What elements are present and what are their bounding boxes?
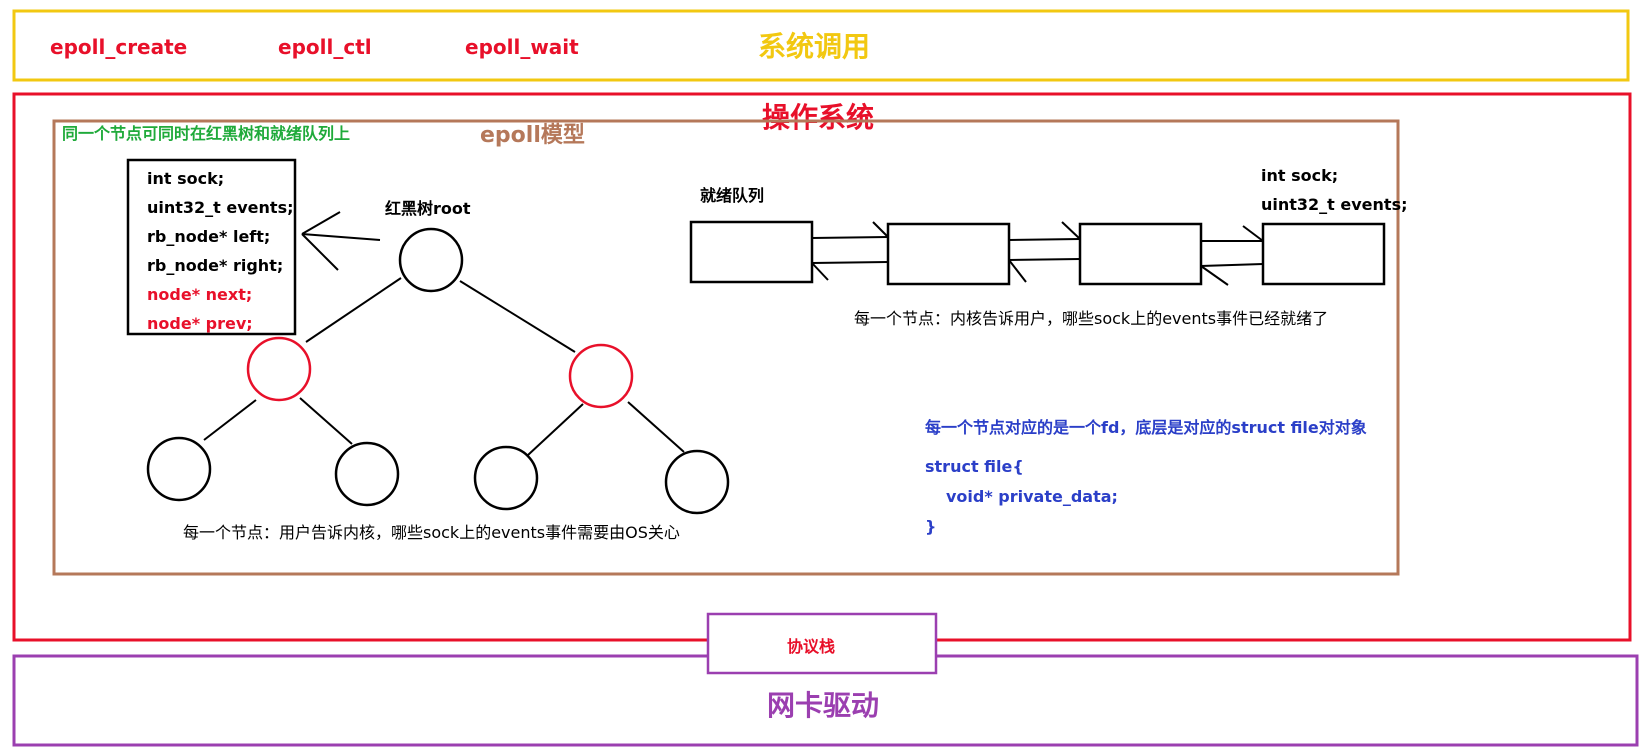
syscall-title: 系统调用: [758, 30, 870, 63]
struct-field-prev: node* prev;: [147, 314, 253, 333]
epoll-model-box: [52, 119, 1400, 576]
os-title: 操作系统: [762, 101, 874, 134]
protocol-stack-label: 协议栈: [787, 637, 835, 656]
rbtree-leaf-node-3: [473, 445, 539, 511]
rbtree-red-node-left: [246, 336, 312, 402]
struct-field-left: rb_node* left;: [147, 227, 270, 246]
syscall-epoll-create: epoll_create: [50, 35, 187, 59]
struct-file-line-1: struct file{: [925, 457, 1024, 476]
fd-note: 每一个节点对应的是一个fd，底层是对应的struct file对对象: [925, 418, 1367, 437]
protocol-stack-box: [706, 612, 938, 675]
ready-queue-label: 就绪队列: [700, 186, 764, 205]
syscall-box: [12, 9, 1630, 82]
struct-field-events: uint32_t events;: [147, 198, 294, 217]
syscall-epoll-ctl: epoll_ctl: [278, 35, 372, 59]
struct-field-next: node* next;: [147, 285, 252, 304]
node-struct-box: [126, 158, 297, 336]
struct-file-line-3: }: [925, 517, 936, 536]
rbtree-root-node: [398, 227, 464, 293]
rbtree-red-node-right: [568, 343, 634, 409]
green-note: 同一个节点可同时在红黑树和就绪队列上: [62, 124, 350, 143]
rbtree-leaf-node-1: [146, 436, 212, 502]
rbtree-leaf-node-2: [334, 441, 400, 507]
root-to-struct-arrow: [301, 211, 381, 271]
ready-node-4: [1261, 222, 1386, 286]
syscall-epoll-wait: epoll_wait: [465, 35, 579, 59]
rbtree-leaf-node-4: [664, 449, 730, 515]
ready-queue-links: [811, 221, 1264, 286]
nic-driver-title: 网卡驱动: [767, 689, 879, 722]
rbtree-caption: 每一个节点：用户告诉内核，哪些sock上的events事件需要由OS关心: [183, 523, 680, 542]
ready-node-1: [689, 220, 814, 284]
ready-queue-caption: 每一个节点：内核告诉用户，哪些sock上的events事件已经就绪了: [854, 309, 1328, 328]
ready-node-2: [886, 222, 1011, 286]
ready-node-field-events: uint32_t events;: [1261, 195, 1408, 214]
struct-field-right: rb_node* right;: [147, 256, 283, 275]
epoll-model-title: epoll模型: [480, 123, 585, 148]
rbtree-edges: [203, 277, 685, 456]
struct-file-line-2: void* private_data;: [946, 487, 1118, 506]
ready-node-field-sock: int sock;: [1261, 166, 1338, 185]
struct-field-sock: int sock;: [147, 169, 224, 188]
rbtree-root-label: 红黑树root: [385, 199, 471, 218]
ready-node-3: [1078, 222, 1203, 286]
